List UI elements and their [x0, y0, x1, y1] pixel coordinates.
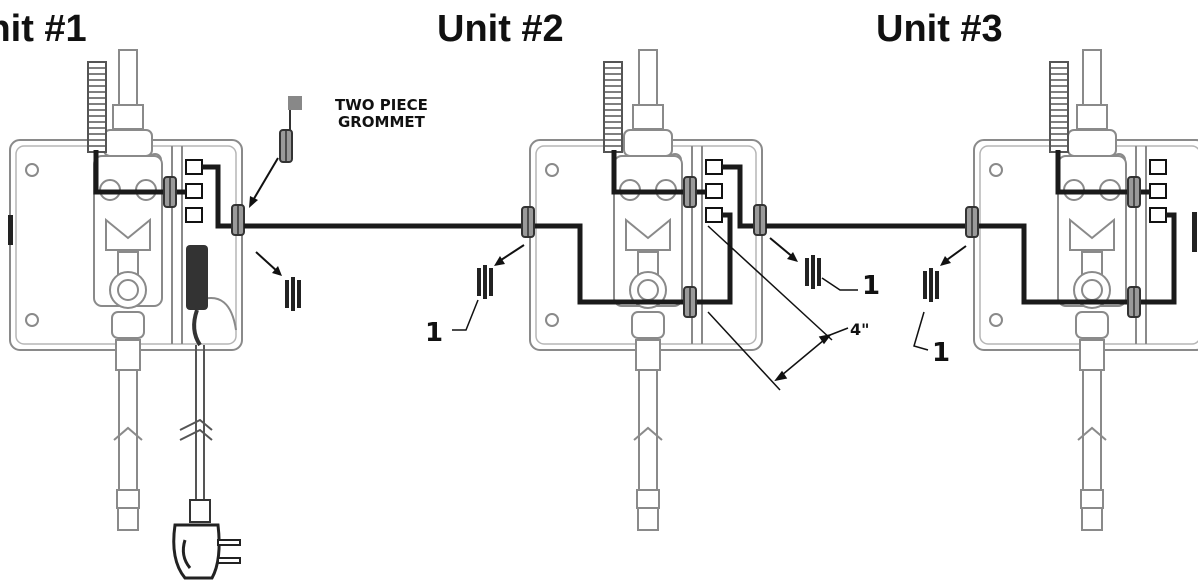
unit-2-valve — [613, 49, 683, 531]
unit-2-grommet-input — [521, 206, 535, 238]
unit-2-wiring — [526, 150, 760, 305]
dimension-line-4in — [707, 225, 849, 391]
unit-3-loose-grommet — [913, 245, 967, 351]
unit-1-power-cord — [179, 245, 213, 500]
unit-3-grommet-valve — [1127, 176, 1141, 208]
unit-1-grommet-installed — [163, 176, 177, 208]
unit-2-terminal-block — [705, 159, 723, 223]
grommet-pointer-arrow — [249, 157, 279, 208]
unit-1-coil — [87, 61, 107, 153]
unit-1-title: Unit #1 — [0, 8, 87, 50]
unit-1-side-grommet — [8, 215, 13, 245]
grommet-label: TWO PIECE GROMMET — [335, 96, 428, 131]
unit-1-output-grommet — [231, 204, 245, 236]
unit-1-terminal-block — [185, 159, 203, 223]
unit-3-terminal-block — [1149, 159, 1167, 223]
unit-2-output-loose-grommet — [769, 237, 858, 291]
unit-2-grommet-valve — [683, 176, 697, 208]
unit-3-grommet-input — [965, 206, 979, 238]
unit-1-loose-grommet — [255, 251, 301, 311]
plug-icon — [172, 499, 241, 580]
callout-1-unit2: 1 — [425, 318, 444, 348]
unit-3-wiring — [970, 150, 1177, 305]
unit-3-grommet-lower — [1127, 286, 1141, 318]
callout-1-unit2-output: 1 — [862, 271, 881, 301]
unit-2-coil — [603, 61, 623, 153]
grommet-icon — [279, 96, 302, 163]
callout-1-unit3: 1 — [932, 338, 951, 368]
dimension-label: 4" — [850, 320, 870, 339]
unit-3-title: Unit #3 — [876, 8, 1003, 50]
unit-3-coil — [1049, 61, 1069, 153]
unit-2-grommet-output — [753, 204, 767, 236]
unit-3-side-grommet — [1192, 212, 1197, 252]
unit-2-grommet-lower — [683, 286, 697, 318]
unit-2-title: Unit #2 — [437, 8, 564, 50]
unit-2-loose-grommet — [452, 244, 525, 331]
